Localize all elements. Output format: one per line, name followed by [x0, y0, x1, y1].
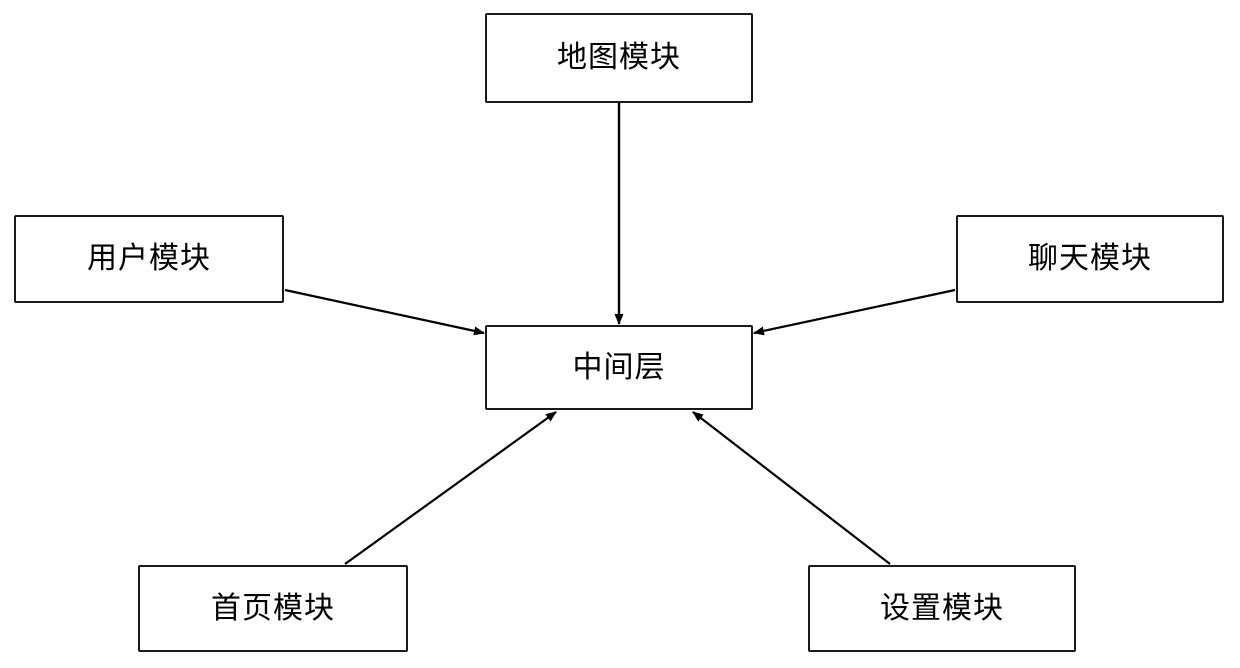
- node-user-module-label: 用户模块: [87, 241, 211, 276]
- edge-settings-to-middle: [692, 411, 891, 565]
- node-middle-layer-label: 中间层: [572, 349, 666, 385]
- node-middle-layer[interactable]: 中间层: [485, 325, 753, 410]
- edge-user-to-middle: [284, 288, 485, 336]
- node-map-module[interactable]: 地图模块: [485, 13, 753, 103]
- node-settings-module-label: 设置模块: [880, 590, 1004, 626]
- node-user-module[interactable]: 用户模块: [14, 215, 284, 303]
- node-home-module-label: 首页模块: [211, 590, 335, 626]
- edge-chat-to-middle: [753, 288, 956, 336]
- node-home-module[interactable]: 首页模块: [138, 565, 408, 652]
- node-settings-module[interactable]: 设置模块: [808, 565, 1076, 652]
- node-chat-module-label: 聊天模块: [1028, 241, 1152, 276]
- node-chat-module[interactable]: 聊天模块: [956, 215, 1224, 303]
- edge-home-to-middle: [344, 411, 557, 565]
- node-map-module-label: 地图模块: [557, 40, 681, 75]
